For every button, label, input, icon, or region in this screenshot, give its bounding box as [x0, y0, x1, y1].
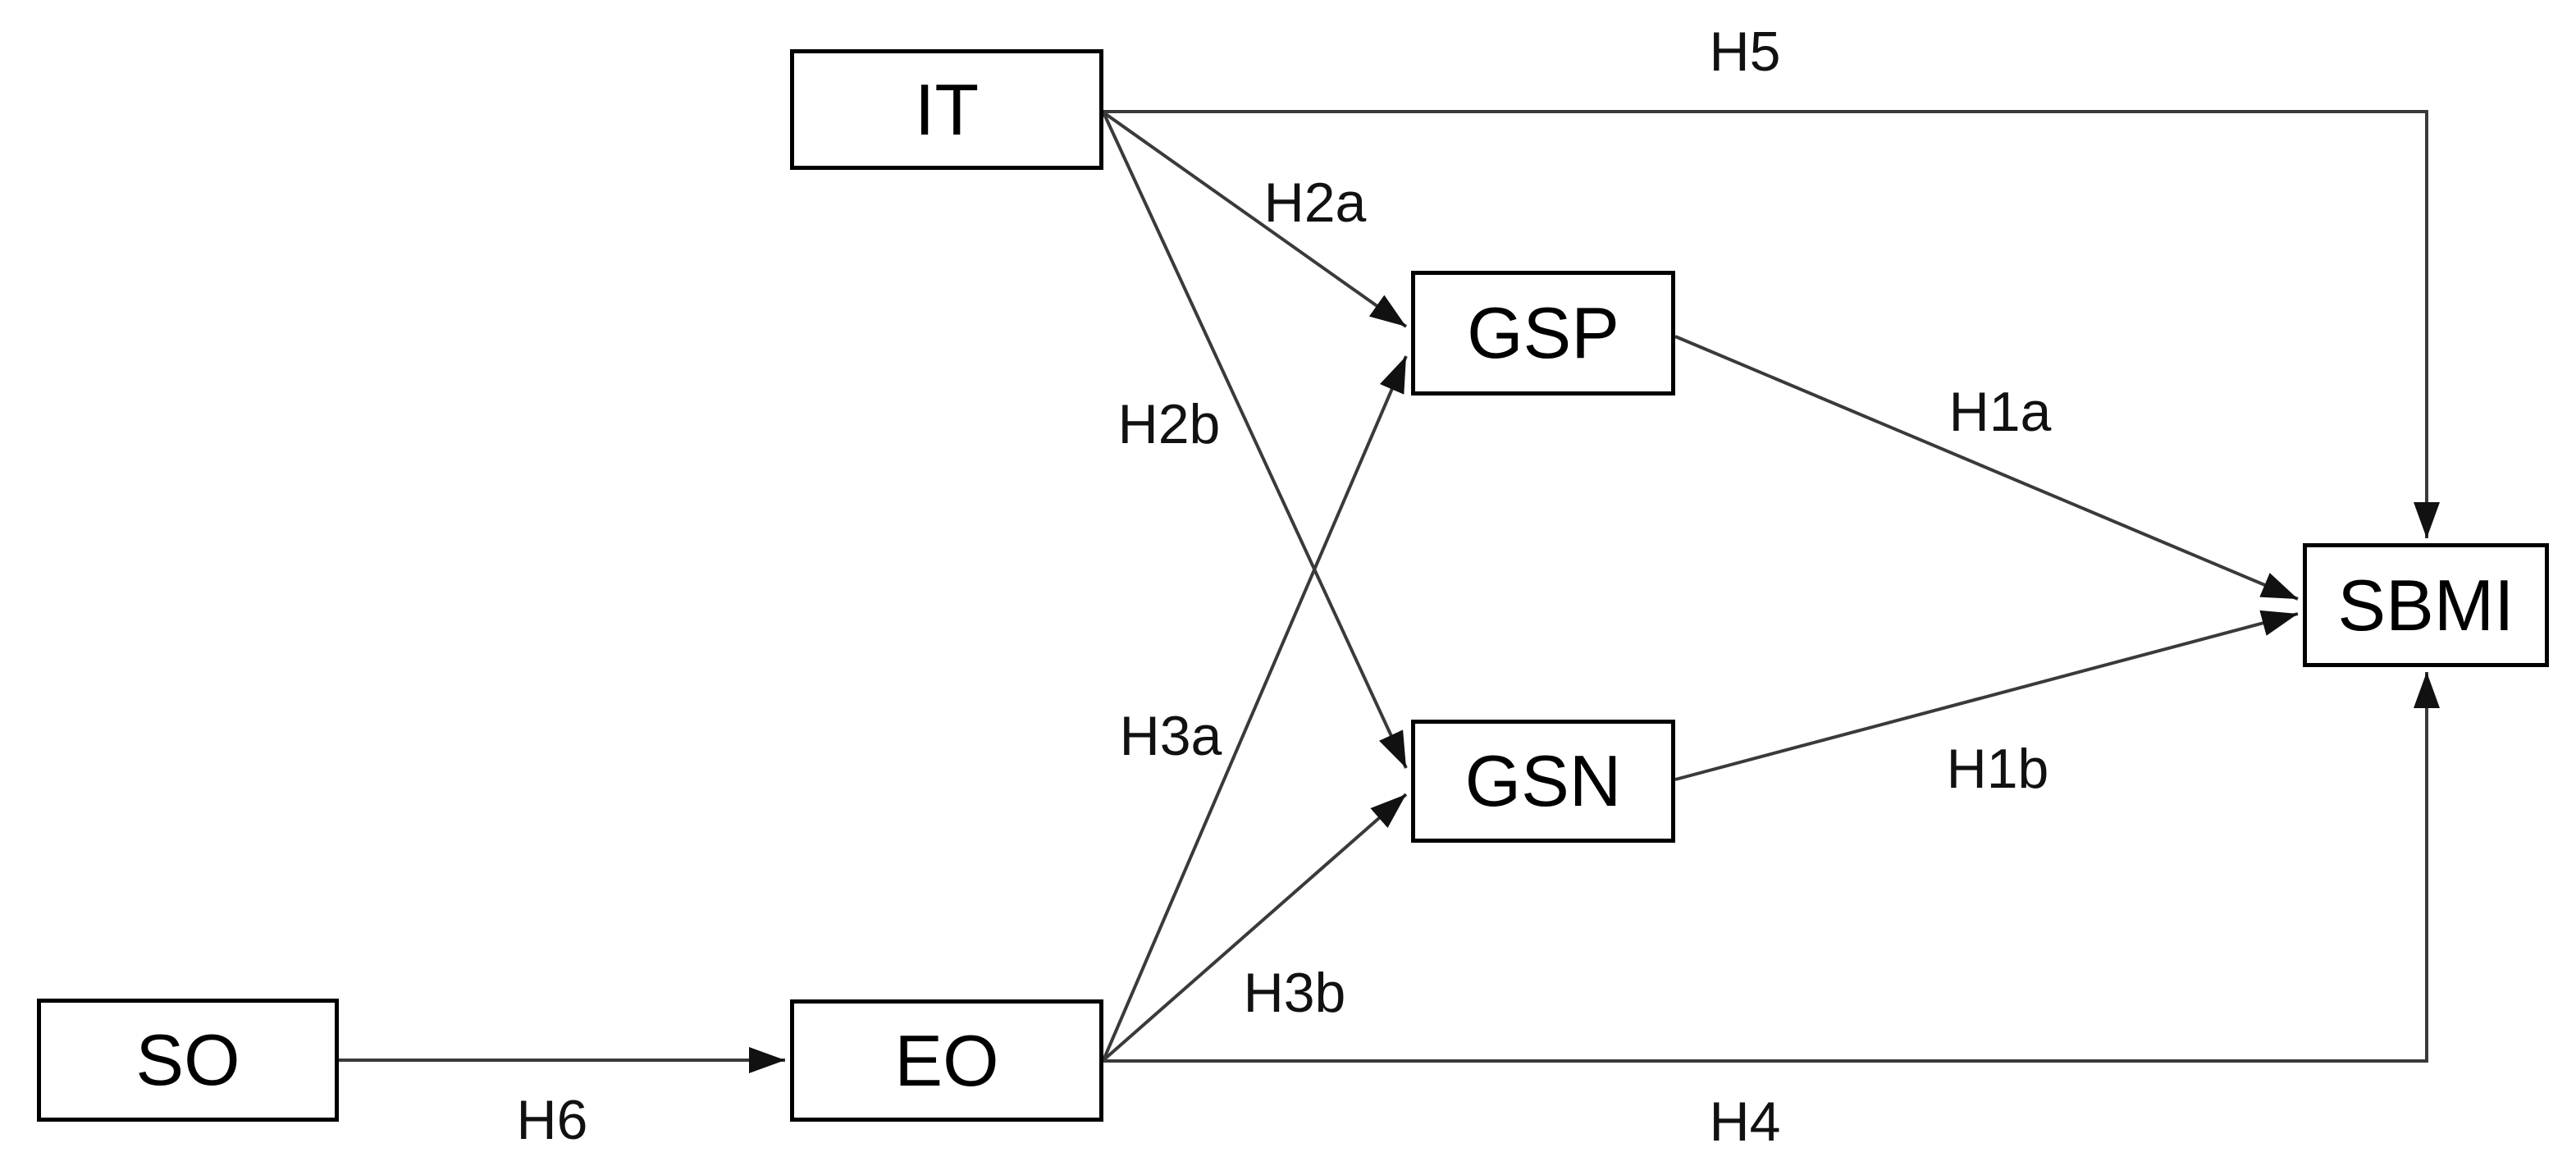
node-gsp: GSP [1411, 271, 1675, 396]
edge-h3b-arrow [1102, 793, 1408, 1062]
edge-label-h2a: H2a [1263, 171, 1367, 234]
node-eo: EO [790, 999, 1103, 1122]
node-sbmi: SBMI [2303, 543, 2549, 667]
edge-label-h3a: H3a [1119, 705, 1222, 767]
edge-label-h1a: H1a [1948, 381, 2052, 443]
edge-label-h6: H6 [516, 1089, 588, 1151]
edge-h1b-arrow [1674, 610, 2299, 781]
edge-h5-arrow [1103, 110, 2440, 538]
edge-h4-arrow [1103, 672, 2440, 1063]
node-it-label: IT [914, 68, 980, 150]
edge-label-h4: H4 [1709, 1091, 1781, 1153]
edge-label-h2b: H2b [1117, 393, 1221, 455]
node-sbmi-label: SBMI [2337, 564, 2514, 646]
edge-label-h3b: H3b [1243, 962, 1346, 1024]
node-so: SO [37, 999, 339, 1122]
node-it: IT [790, 49, 1103, 170]
node-gsn: GSN [1411, 720, 1675, 843]
node-so-label: SO [135, 1019, 240, 1100]
edge-h1a-arrow [1674, 335, 2299, 601]
edge-label-h1b: H1b [1946, 738, 2049, 800]
edge-h3a-arrow [1102, 355, 1408, 1061]
edge-label-h5: H5 [1709, 21, 1781, 83]
node-gsn-label: GSN [1464, 740, 1622, 821]
edge-h2b-arrow [1102, 112, 1408, 769]
node-gsp-label: GSP [1467, 292, 1619, 373]
edge-h2a-arrow [1102, 111, 1408, 328]
node-eo-label: EO [894, 1019, 999, 1101]
